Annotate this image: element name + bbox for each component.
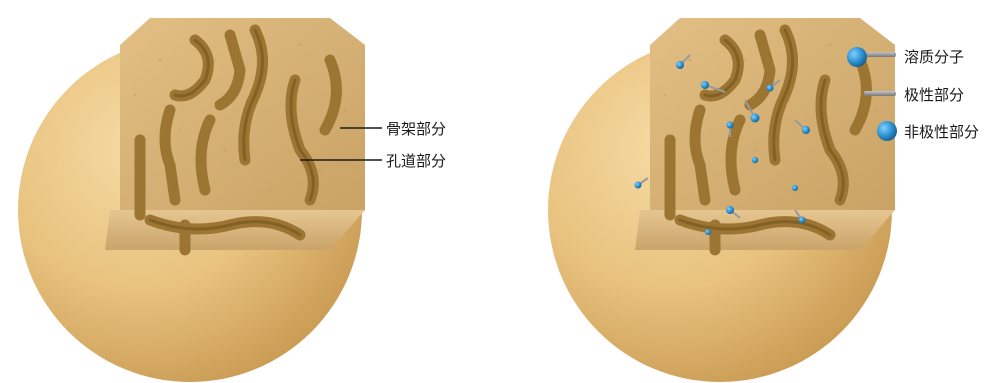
solute-molecules [634,54,810,235]
legend-polar-label: 极性部分 [904,86,964,104]
legend-nonpolar-label: 非极性部分 [904,123,979,141]
blue-sphere-with-tail-icon [847,47,896,67]
legend-solute-label: 溶质分子 [904,48,964,66]
pore-label: 孔道部分 [386,152,446,170]
legend: 溶质分子 极性部分 非极性部分 [847,47,979,141]
blue-sphere-icon [877,121,897,141]
skeleton-label: 骨架部分 [386,120,446,138]
right-sphere [548,18,895,382]
gray-bar-icon [864,91,896,96]
left-sphere [18,18,365,382]
